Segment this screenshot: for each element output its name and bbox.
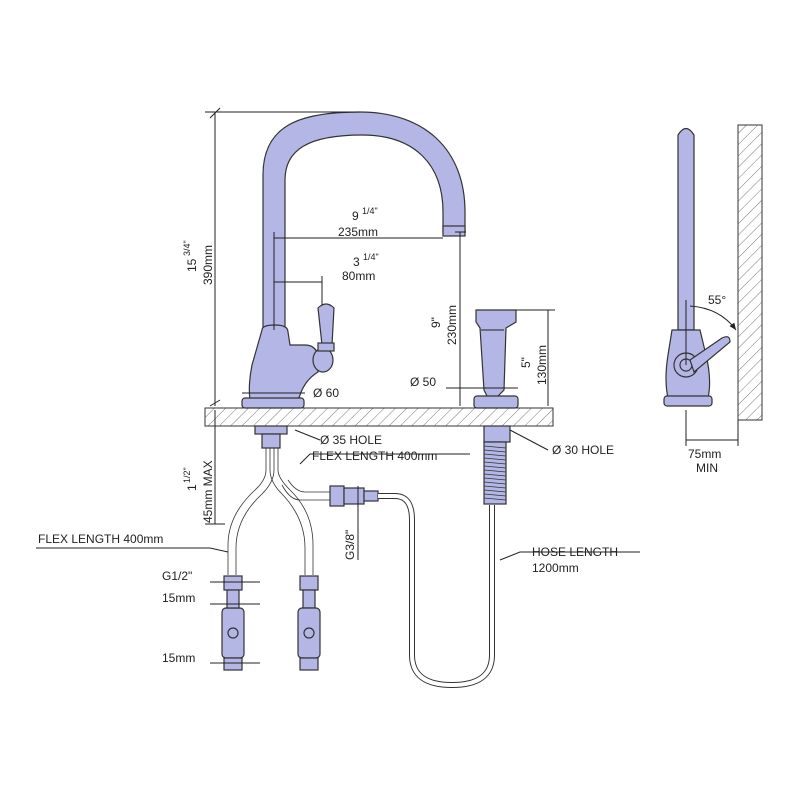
lever-angle-label: 55° <box>708 293 726 307</box>
valve-left-screw <box>227 627 239 639</box>
nut-15mm-bottom-label: 15mm <box>162 651 195 665</box>
flex-branch-spray-b <box>287 479 330 493</box>
deck-inch-frac: 1/2" <box>182 467 192 483</box>
flex-length-left-label: FLEX LENGTH 400mm <box>38 532 163 546</box>
spray-base <box>473 395 519 409</box>
angle-arc <box>689 305 737 331</box>
handle-hub <box>312 347 334 373</box>
deck-inch-whole: 1 <box>185 484 199 491</box>
side-view-lever <box>689 336 731 374</box>
valve-right-nut <box>299 575 319 591</box>
tap-base <box>241 397 305 409</box>
g38-connector-nut <box>329 485 345 507</box>
reach-inch-whole: 9 <box>352 209 359 223</box>
flex-tail-left-b <box>235 448 275 575</box>
deck-mm: 45mm MAX <box>201 460 215 523</box>
spray-shank <box>483 425 511 443</box>
hose-length-label: HOSE LENGTH <box>532 545 618 559</box>
lever-handle <box>317 303 335 346</box>
side-view-base <box>663 395 713 407</box>
spray-hose-inner <box>378 494 494 688</box>
spout-base-diameter: Ø 60 <box>313 386 339 400</box>
valve-left-tail <box>223 657 243 671</box>
spray-base-diameter: Ø 50 <box>410 375 436 389</box>
g38-connector-body <box>343 487 365 505</box>
nut-15mm-top-label: 15mm <box>162 591 195 605</box>
valve-right-neck <box>302 589 316 609</box>
spray-head <box>475 309 517 399</box>
tap-shank-nut <box>261 433 281 449</box>
wall-clearance-value: 75mm <box>688 447 721 461</box>
worktop-section <box>204 407 554 427</box>
spray-hole-label: Ø 30 HOLE <box>552 443 614 457</box>
g38-label: G3/8" <box>343 530 357 560</box>
wall-section <box>737 124 763 421</box>
tap-body <box>248 324 319 401</box>
spray-threaded-stem <box>483 441 507 505</box>
g38-connector-tail <box>363 490 379 502</box>
flex-tail-left <box>227 448 267 575</box>
flex-length-right-label: FLEX LENGTH 400mm <box>312 449 437 463</box>
handle-inch-frac: 1/4" <box>363 252 379 262</box>
height-mm: 390mm <box>201 245 215 285</box>
valve-right-tail <box>299 657 319 671</box>
tap-shank <box>254 425 288 435</box>
handle-collar <box>317 342 335 352</box>
tap-hole-label: Ø 35 HOLE <box>320 433 382 447</box>
flex-tail-right-b <box>277 448 314 575</box>
spray-head-inch: 5" <box>519 357 533 368</box>
flex-branch-spray <box>281 484 330 501</box>
leader-lines <box>36 429 640 561</box>
spray-head-mm: 130mm <box>535 345 549 385</box>
reach-inch-frac: 1/4" <box>362 206 378 216</box>
wall-clearance-note: MIN <box>696 461 718 475</box>
valve-right-screw <box>303 627 315 639</box>
valve-left-nut <box>223 575 243 591</box>
valve-left-neck <box>226 589 240 609</box>
spray-thread-lines <box>483 445 507 501</box>
gooseneck-spout <box>262 111 466 331</box>
height-inch-whole: 15 <box>185 258 199 272</box>
hose-length-value: 1200mm <box>532 561 579 575</box>
handle-mm: 80mm <box>342 269 375 283</box>
flex-tail-right <box>269 448 306 575</box>
height-inch-frac: 3/4" <box>182 240 192 256</box>
g12-label: G1/2" <box>162 569 192 583</box>
dimension-lines <box>205 107 739 664</box>
spray-hose <box>378 493 495 689</box>
side-view-spout <box>677 127 695 331</box>
spray-height-mm: 230mm <box>445 305 459 345</box>
reach-mm: 235mm <box>338 225 378 239</box>
spout-outlet <box>442 225 466 237</box>
spray-height-inch: 9" <box>429 317 443 328</box>
handle-inch-whole: 3 <box>353 255 360 269</box>
